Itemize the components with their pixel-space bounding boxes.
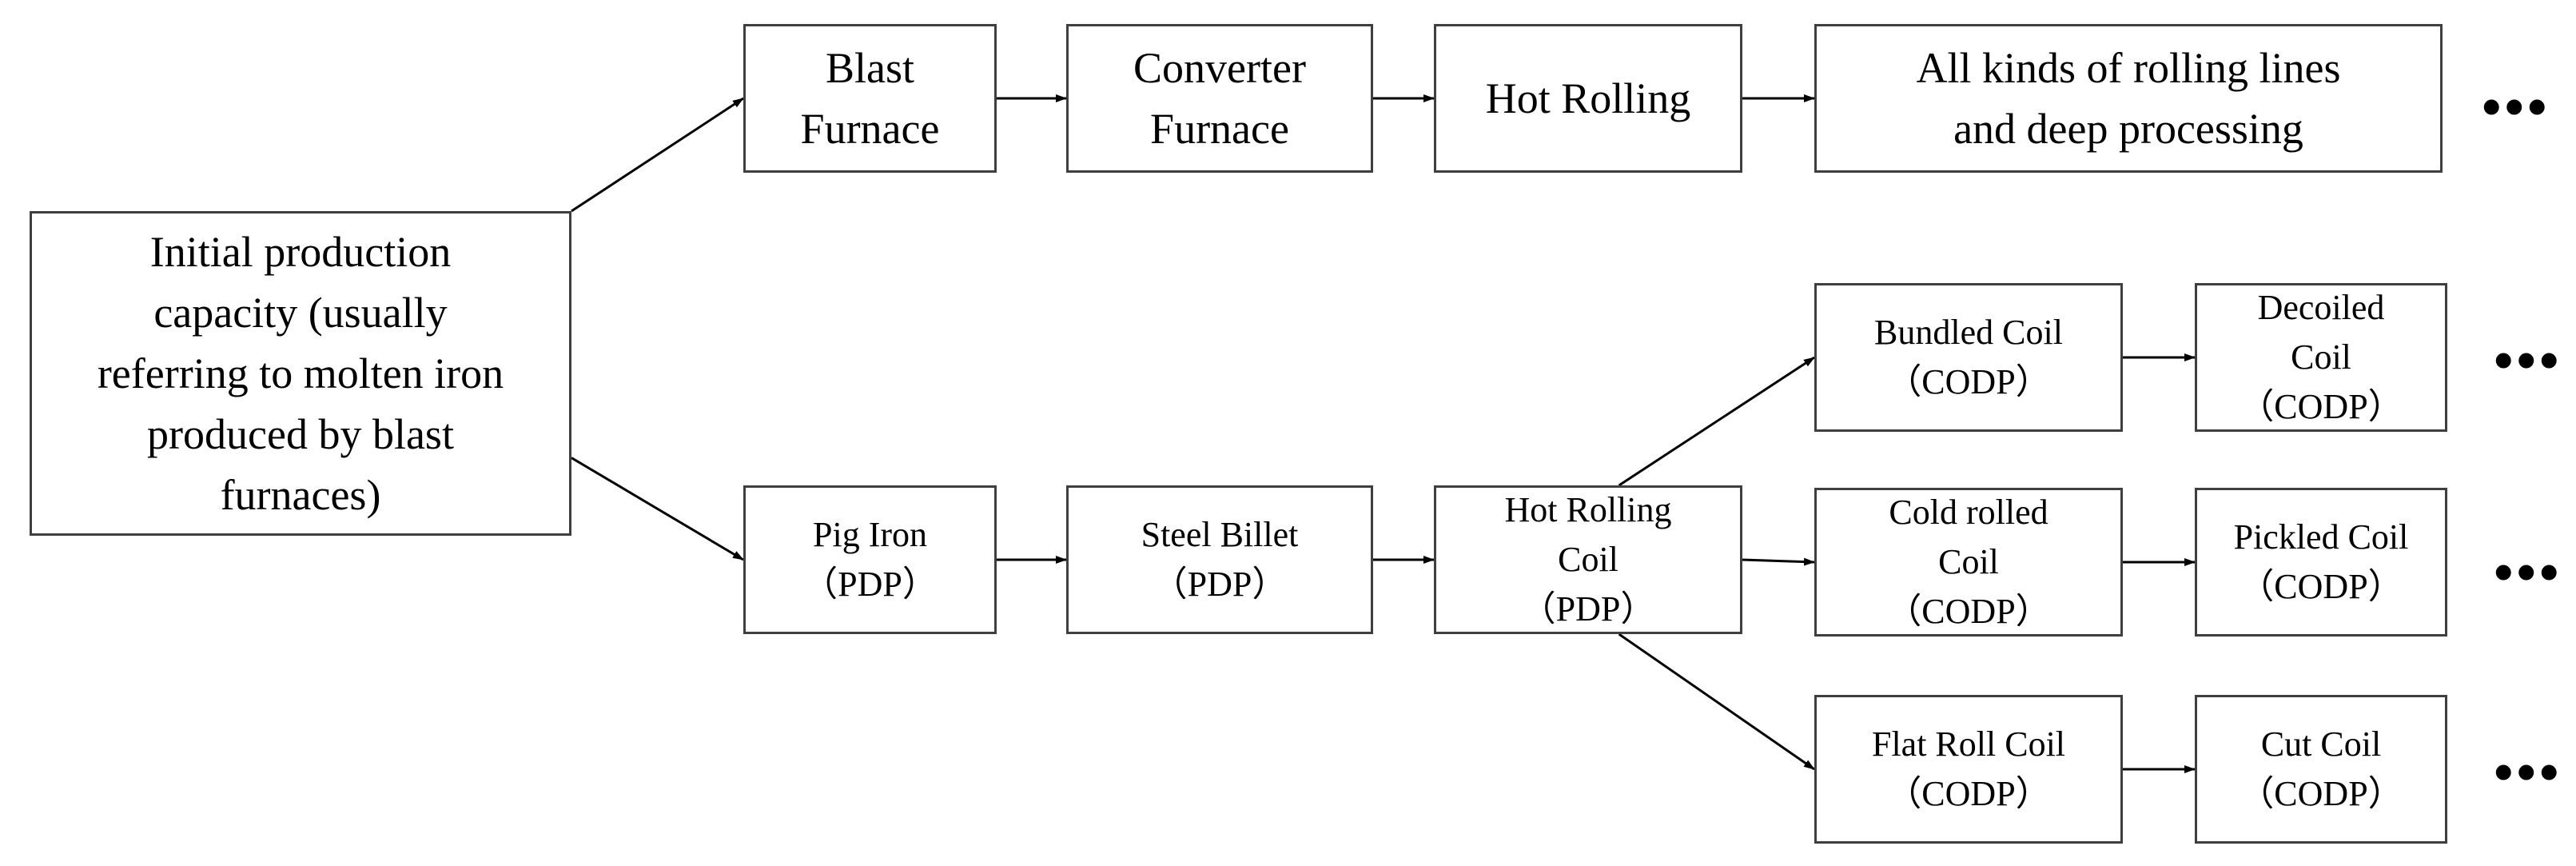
node-initial-production-capacity: Initial production capacity (usually refer… [30,211,571,536]
node-text-line: Steel Billet [1141,515,1299,554]
arrow-hot_rolling_coil-to-cold_rolled_coil [1742,557,1815,566]
node-steel-billet: Steel Billet （PDP） [1066,485,1373,634]
continuation-ellipsis-decoiled: ••• [2494,330,2562,392]
node-text-line: referring to molten iron [97,349,504,397]
continuation-ellipsis-top: ••• [2482,77,2550,138]
node-text-line: （CODP） [2239,567,2403,606]
node-cut-coil: Cut Coil （CODP） [2195,695,2447,844]
node-text-line: Pickled Coil [2233,517,2409,557]
node-text-line: （CODP） [1886,774,2051,813]
node-pickled-coil: Pickled Coil （CODP） [2195,488,2447,637]
node-bundled-coil: Bundled Coil （CODP） [1814,283,2123,432]
node-text-line: and deep processing [1953,105,2303,153]
node-text-line: Blast [825,44,914,92]
node-text-line: Initial production [149,228,452,276]
node-text-line: Coil [1938,542,1999,581]
node-text-line: Cut Coil [2260,724,2382,764]
arrow-hot_rolling_coil-to-bundled_coil [1618,356,1815,487]
node-text-line: （PDP） [1520,589,1656,629]
node-text-line: Furnace [1150,105,1289,153]
node-text-line: Converter [1133,44,1306,92]
node-text-line: Coil [1558,540,1618,579]
node-text-line: produced by blast [147,410,454,458]
node-text-line: （CODP） [2239,774,2403,813]
node-text-line: （PDP） [1152,565,1288,604]
node-rolling-lines-deep-processing: All kinds of rolling lines and deep proce… [1814,24,2443,173]
node-text-line: Hot Rolling [1504,490,1672,529]
node-text-line: Decoiled [2257,288,2385,327]
node-text-line: All kinds of rolling lines [1916,44,2341,92]
node-text-line: （CODP） [2239,387,2403,426]
node-text-line: Cold rolled [1889,493,2048,532]
node-text-line: （PDP） [802,565,938,604]
arrow-initial-to-blast_furnace [571,97,744,213]
node-flat-roll-coil: Flat Roll Coil （CODP） [1814,695,2123,844]
node-text-line: Pig Iron [813,515,927,554]
node-text-line: Bundled Coil [1874,313,2063,352]
node-text-line: Flat Roll Coil [1871,724,2066,764]
node-text-line: Hot Rolling [1485,74,1691,122]
arrow-initial-to-pig_iron [571,457,744,561]
node-text-line: Furnace [800,105,940,153]
arrow-hot_rolling_coil-to-flat_roll_coil [1618,633,1815,771]
node-text-line: capacity (usually [153,289,448,337]
node-text-line: Coil [2291,337,2351,377]
node-text-line: （CODP） [1886,362,2051,401]
node-text-line: furnaces) [220,471,381,519]
node-text-line: （CODP） [1886,592,2051,631]
continuation-ellipsis-cut: ••• [2494,742,2562,804]
continuation-ellipsis-pickled: ••• [2494,542,2562,604]
node-pig-iron: Pig Iron （PDP） [743,485,997,634]
node-hot-rolling: Hot Rolling [1434,24,1742,173]
